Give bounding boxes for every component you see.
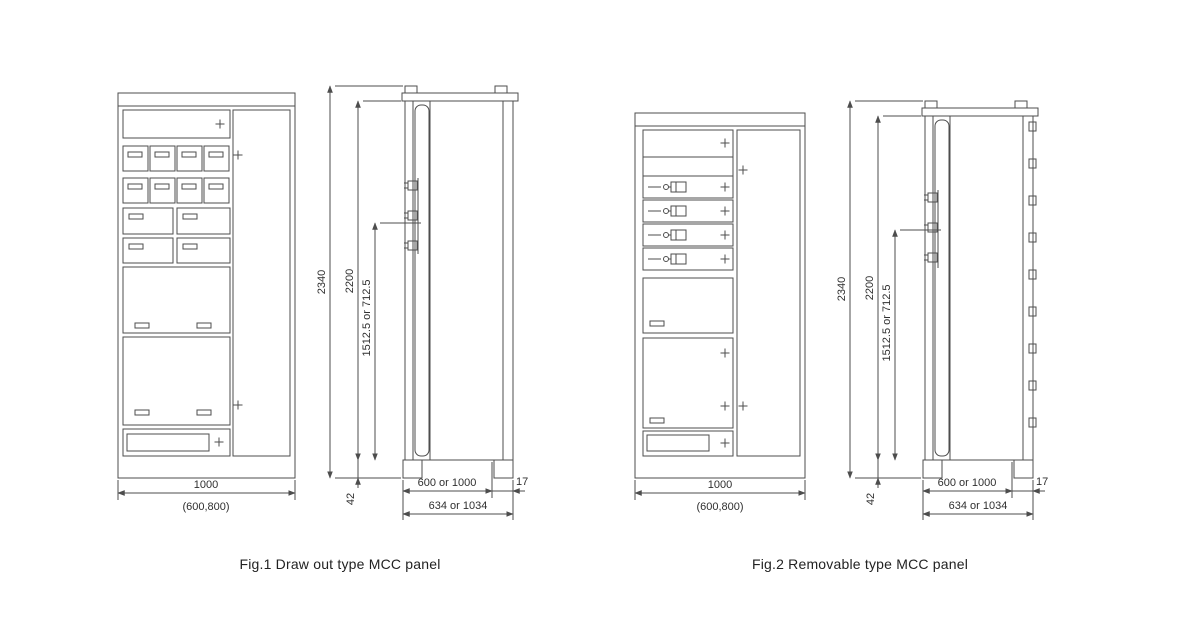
fig1-caption: Fig.1 Draw out type MCC panel: [239, 556, 441, 572]
fig1-dim-panel-thickness: 17: [516, 476, 528, 488]
fig1-dim-overall-height: 2340: [316, 270, 328, 294]
fig2-dim-depth: 600 or 1000: [938, 477, 997, 489]
fig2-dimension-lines: [634, 100, 1045, 520]
fig1-dim-depth: 600 or 1000: [418, 477, 477, 489]
fig2-dim-unit-height: 1512.5 or 712.5: [881, 284, 893, 361]
fig1-dim-front-width: 1000: [194, 479, 218, 491]
fig1-dimension-labels: 2340 2200 1512.5 or 712.5 42 1000 (600,8…: [182, 269, 528, 513]
fig2-side-view: [921, 100, 1039, 479]
fig2-dim-base-height: 42: [865, 493, 877, 505]
fig1-dimension-lines: [117, 85, 525, 520]
fig2-dim-front-width: 1000: [708, 479, 732, 491]
fig2-dimension-labels: 2340 2200 1512.5 or 712.5 42 1000 (600,8…: [696, 276, 1048, 513]
fig2-dim-front-width-options: (600,800): [696, 501, 743, 513]
fig1-drawing: 2340 2200 1512.5 or 712.5 42 1000 (600,8…: [117, 85, 528, 520]
figure-1: 2340 2200 1512.5 or 712.5 42 1000 (600,8…: [105, 78, 575, 572]
figure-2: 2340 2200 1512.5 or 712.5 42 1000 (600,8…: [625, 78, 1095, 572]
fig1-dim-front-width-options: (600,800): [182, 501, 229, 513]
fig2-dim-overall-height: 2340: [836, 277, 848, 301]
mcc-panel-diagrams: 2340 2200 1512.5 or 712.5 42 1000 (600,8…: [105, 78, 1095, 572]
fig2-front-view: [634, 112, 806, 479]
fig2-drawing: 2340 2200 1512.5 or 712.5 42 1000 (600,8…: [634, 100, 1048, 520]
fig2-dim-panel-thickness: 17: [1036, 476, 1048, 488]
fig1-dim-body-height: 2200: [344, 269, 356, 293]
fig2-caption: Fig.2 Removable type MCC panel: [751, 556, 969, 572]
fig2-dim-overall-depth: 634 or 1034: [949, 500, 1008, 512]
fig1-dim-overall-depth: 634 or 1034: [429, 500, 488, 512]
fig1-front-view: [117, 92, 296, 479]
fig1-side-view: [401, 85, 519, 479]
fig1-dim-base-height: 42: [345, 493, 357, 505]
fig1-dim-unit-height: 1512.5 or 712.5: [361, 279, 373, 356]
fig2-dim-body-height: 2200: [864, 276, 876, 300]
